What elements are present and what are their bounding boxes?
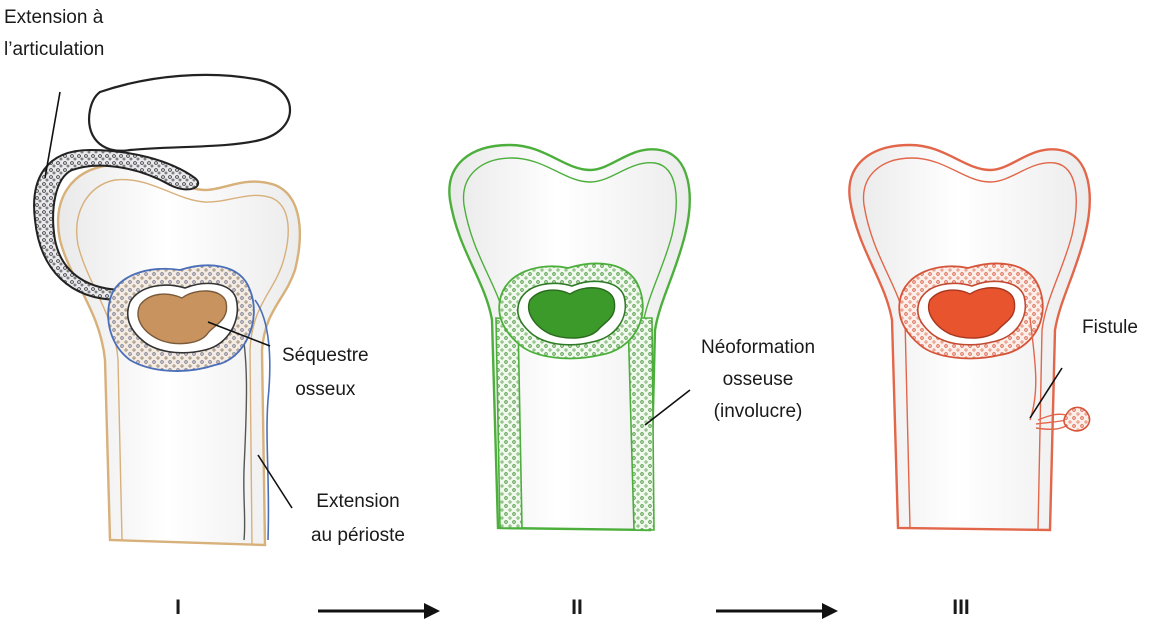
stage-label-1: I bbox=[175, 596, 181, 620]
label-line: osseux bbox=[282, 376, 369, 404]
involucrum-left bbox=[496, 318, 522, 528]
articular-bone-outline bbox=[89, 75, 290, 151]
label-line: Extension bbox=[298, 488, 418, 516]
label-fistule: Fistule bbox=[1082, 314, 1138, 342]
label-sequestre: Séquestre osseux bbox=[282, 342, 369, 404]
label-line: Séquestre bbox=[282, 342, 369, 370]
label-line: au périoste bbox=[298, 522, 418, 550]
bone-stage-3 bbox=[849, 145, 1089, 530]
label-line: osseuse bbox=[688, 366, 828, 394]
label-line: (involucre) bbox=[688, 398, 828, 426]
label-neoformation: Néoformation osseuse (involucre) bbox=[688, 334, 828, 426]
label-line: Néoformation bbox=[688, 334, 828, 362]
bone-stage-2 bbox=[449, 145, 689, 530]
label-extension-perioste: Extension au périoste bbox=[298, 488, 418, 550]
stage-label-2: II bbox=[571, 596, 583, 620]
stage-label-3: III bbox=[952, 596, 970, 620]
arrow-2-to-3 bbox=[716, 603, 838, 619]
label-extension-articulation: Extension à l’articulation bbox=[4, 4, 104, 64]
label-line: l’articulation bbox=[4, 36, 104, 64]
bone-stage-1 bbox=[34, 75, 300, 545]
fistula-opening bbox=[1064, 407, 1090, 431]
arrow-1-to-2 bbox=[318, 603, 440, 619]
label-line: Extension à bbox=[4, 4, 104, 32]
